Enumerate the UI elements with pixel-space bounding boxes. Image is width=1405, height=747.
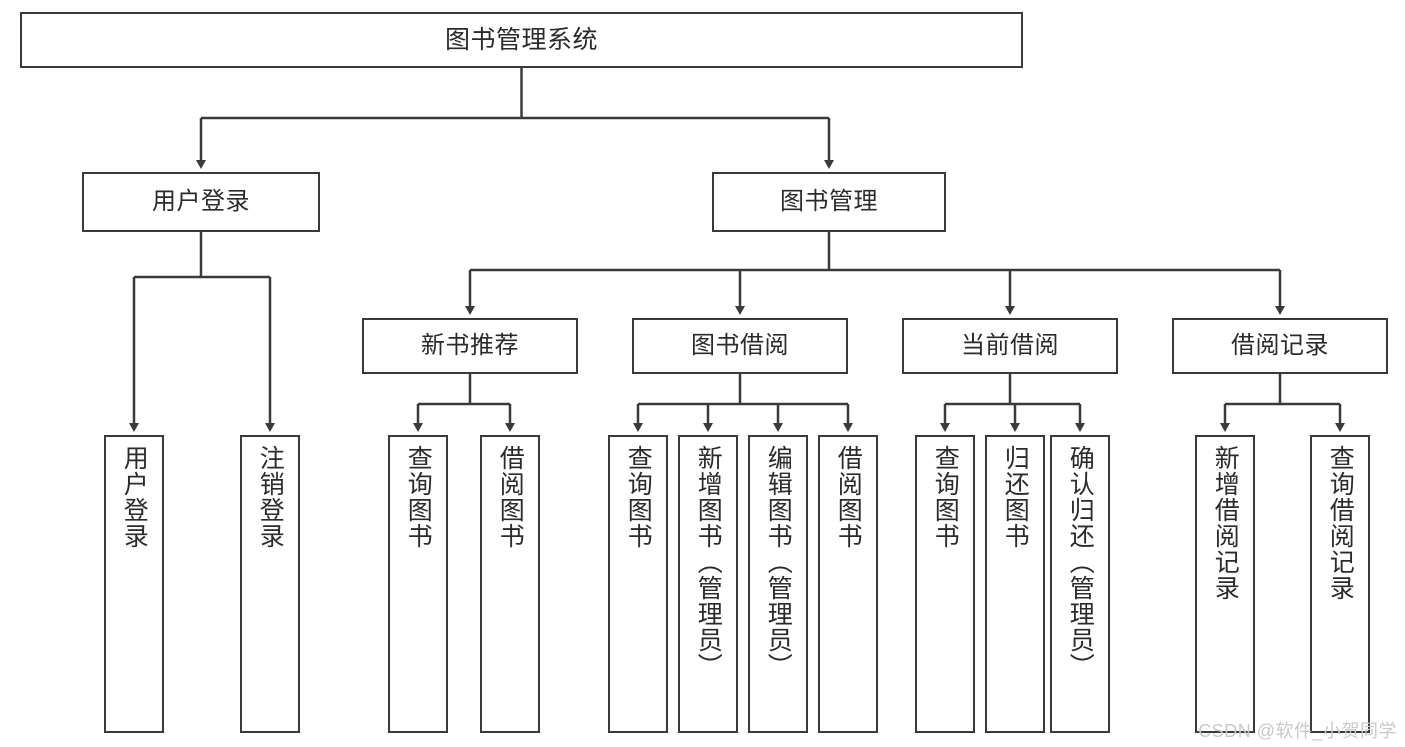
node-label: 确认归还（管理员） xyxy=(1066,445,1095,679)
node-root[interactable]: 图书管理系统 xyxy=(20,12,1023,68)
node-leaf-new-query[interactable]: 查询图书 xyxy=(388,435,448,733)
node-label: 查询图书 xyxy=(931,445,960,549)
node-label: 图书管理系统 xyxy=(444,25,598,54)
node-label: 当前借阅 xyxy=(961,332,1059,360)
node-label: 用户登录 xyxy=(120,445,149,549)
node-current[interactable]: 当前借阅 xyxy=(902,318,1118,374)
node-records[interactable]: 借阅记录 xyxy=(1172,318,1388,374)
node-leaf-br-query[interactable]: 查询图书 xyxy=(608,435,668,733)
node-leaf-cur-confirm[interactable]: 确认归还（管理员） xyxy=(1050,435,1110,733)
node-label: 查询借阅记录 xyxy=(1326,445,1355,601)
node-leaf-cur-return[interactable]: 归还图书 xyxy=(985,435,1045,733)
node-borrow[interactable]: 图书借阅 xyxy=(632,318,848,374)
node-leaf-rec-add[interactable]: 新增借阅记录 xyxy=(1195,435,1255,733)
node-label: 新增借阅记录 xyxy=(1211,445,1240,601)
node-label: 借阅记录 xyxy=(1231,332,1329,360)
node-label: 借阅图书 xyxy=(834,445,863,549)
node-leaf-new-borrow[interactable]: 借阅图书 xyxy=(480,435,540,733)
csdn-watermark: CSDN @软件_小贺同学 xyxy=(1198,721,1397,741)
node-leaf-cur-query[interactable]: 查询图书 xyxy=(915,435,975,733)
node-leaf-br-borrow[interactable]: 借阅图书 xyxy=(818,435,878,733)
node-label: 编辑图书（管理员） xyxy=(764,445,793,679)
node-leaf-br-add[interactable]: 新增图书（管理员） xyxy=(678,435,738,733)
node-bookmgmt[interactable]: 图书管理 xyxy=(712,172,946,232)
node-label: 查询图书 xyxy=(404,445,433,549)
node-label: 图书管理 xyxy=(780,188,878,216)
node-leaf-rec-query[interactable]: 查询借阅记录 xyxy=(1310,435,1370,733)
node-label: 新书推荐 xyxy=(421,332,519,360)
node-label: 注销登录 xyxy=(256,445,285,549)
node-leaf-login-out[interactable]: 注销登录 xyxy=(240,435,300,733)
node-label: 归还图书 xyxy=(1001,445,1030,549)
node-newbook[interactable]: 新书推荐 xyxy=(362,318,578,374)
node-label: 借阅图书 xyxy=(496,445,525,549)
node-label: 新增图书（管理员） xyxy=(694,445,723,679)
node-login[interactable]: 用户登录 xyxy=(82,172,320,232)
node-leaf-br-edit[interactable]: 编辑图书（管理员） xyxy=(748,435,808,733)
node-label: 查询图书 xyxy=(624,445,653,549)
node-label: 用户登录 xyxy=(152,188,250,216)
node-label: 图书借阅 xyxy=(691,332,789,360)
node-leaf-login-in[interactable]: 用户登录 xyxy=(104,435,164,733)
